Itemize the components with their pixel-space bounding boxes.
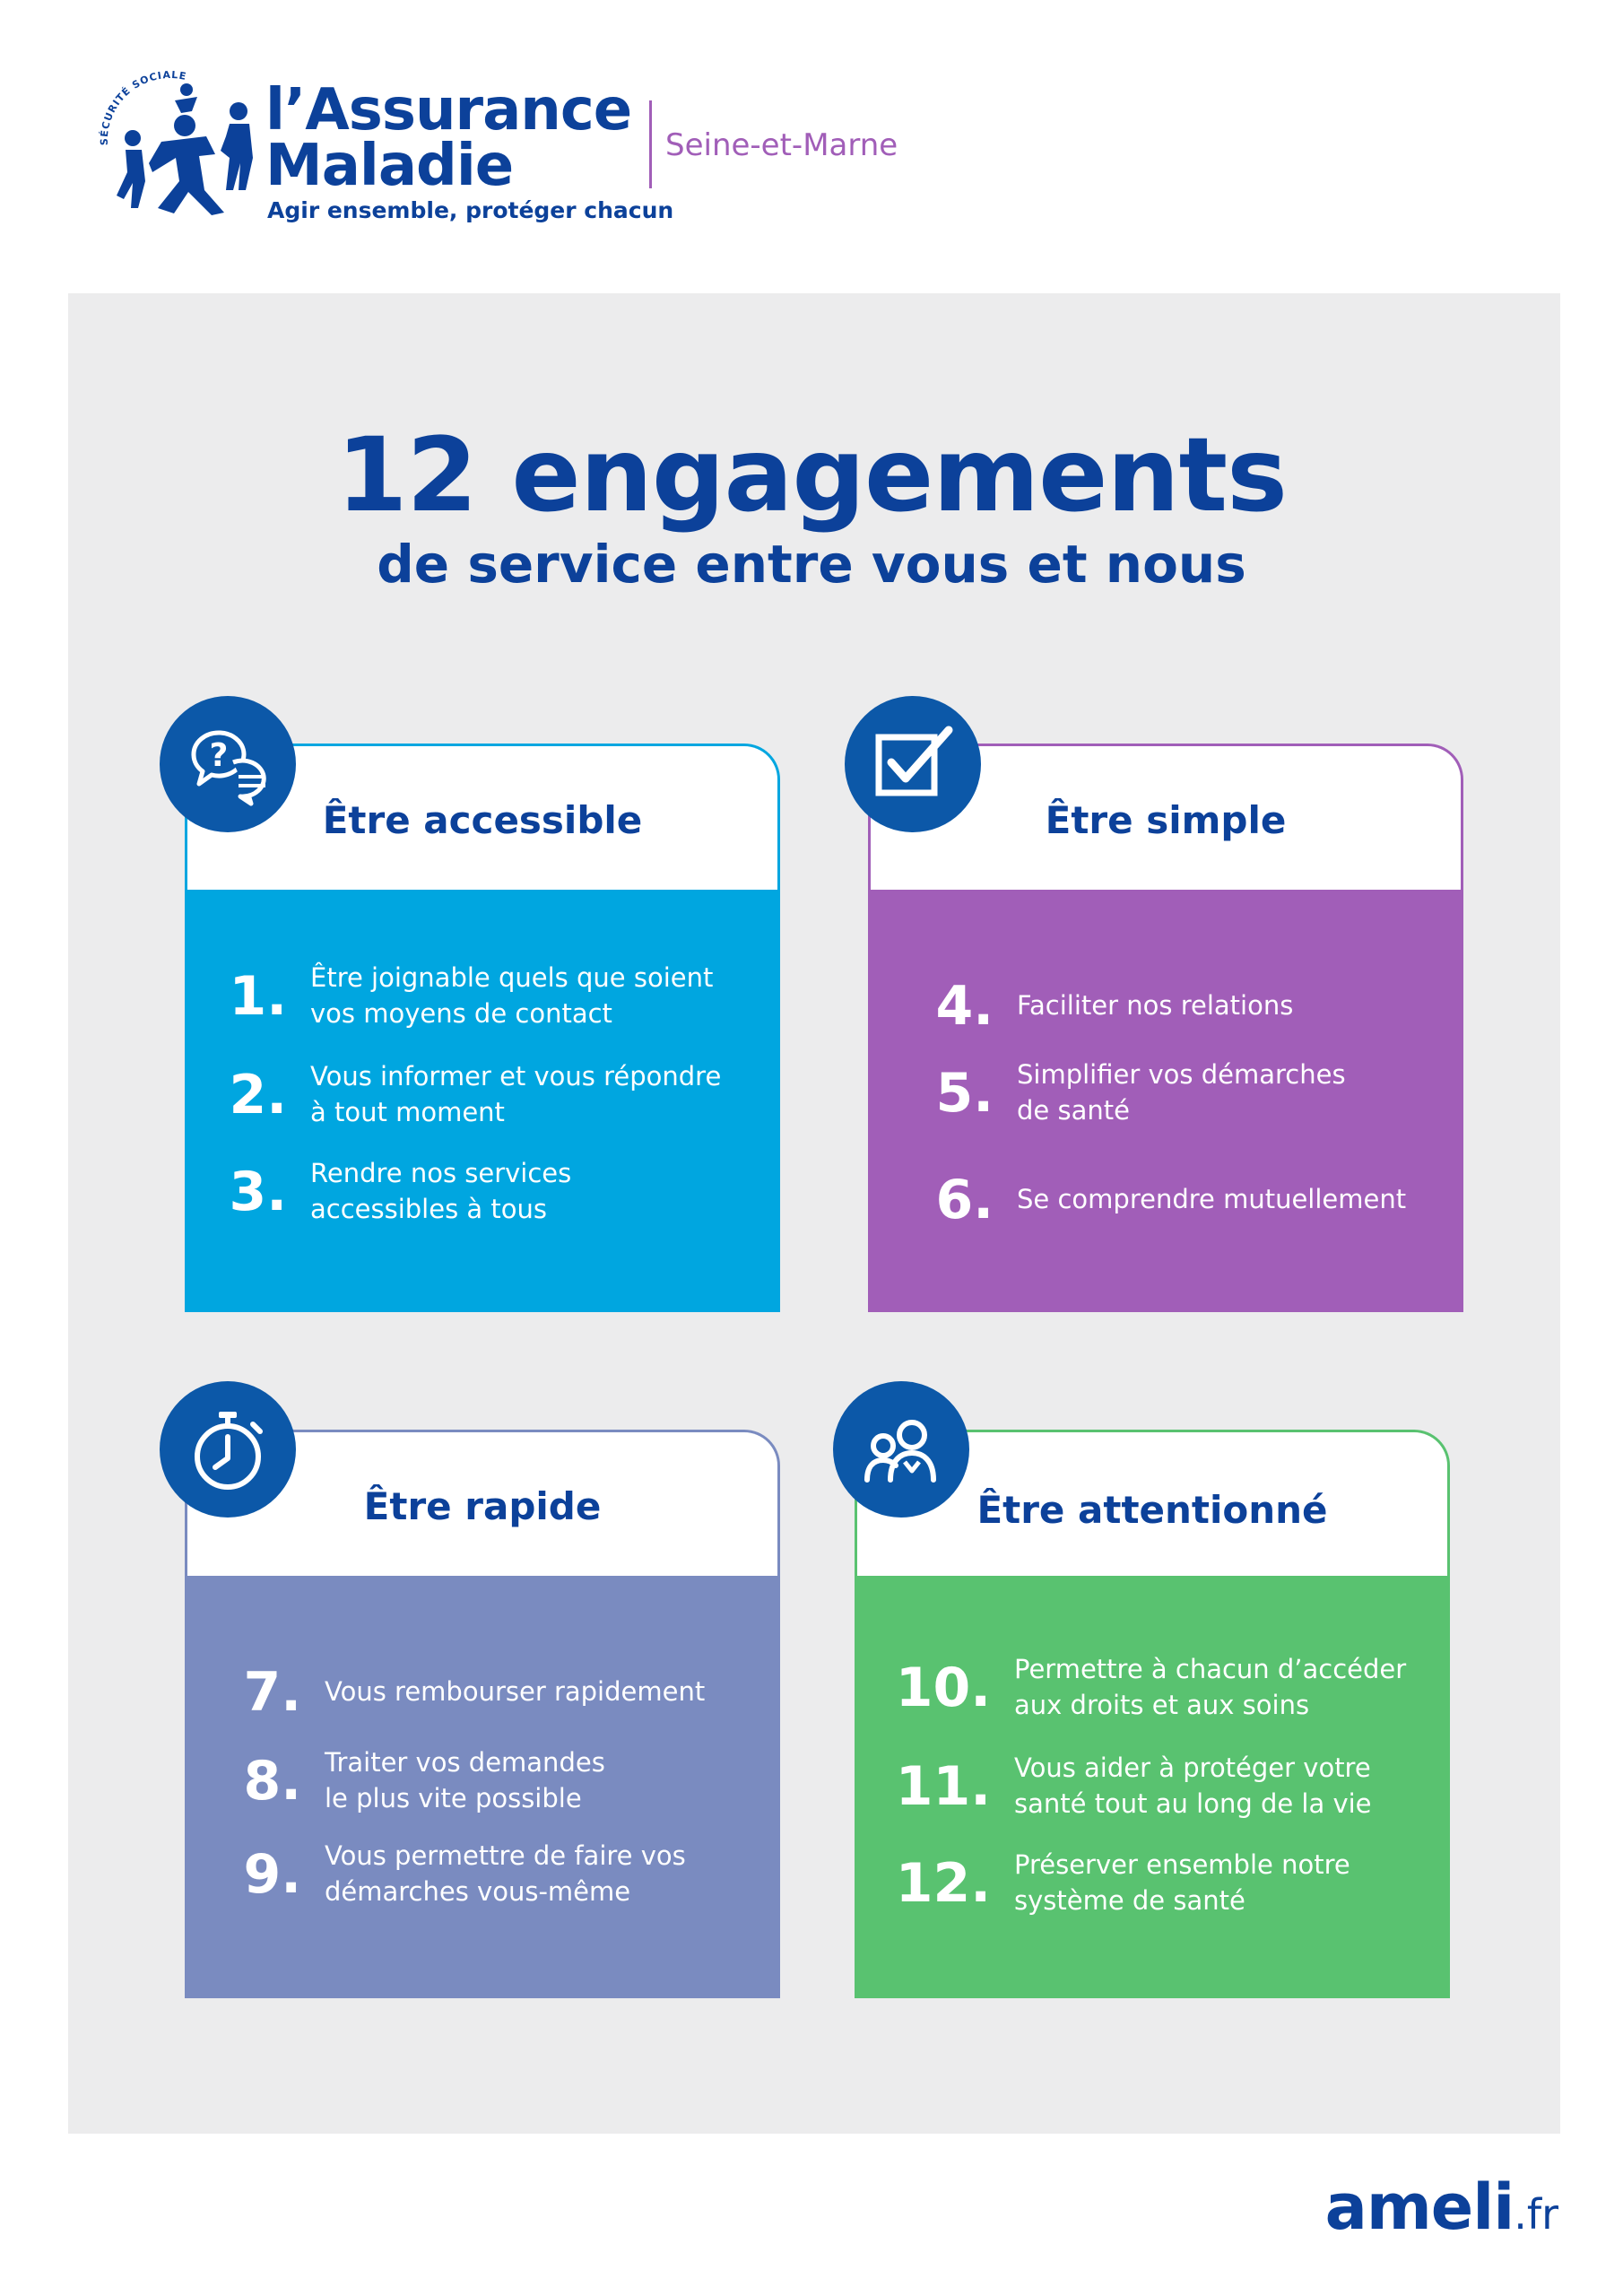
card-accessible: Être accessible 1. Être joignable quels …	[185, 744, 780, 1312]
ameli-logo: ameli.fr	[1325, 2170, 1558, 2244]
card-body: 1. Être joignable quels que soient vos m…	[185, 890, 780, 1312]
card-title: Être simple	[1045, 798, 1287, 842]
svg-text:?: ?	[210, 737, 229, 774]
brand-tagline: Agir ensemble, protéger chacun	[267, 197, 674, 223]
item-number: 7.	[243, 1661, 301, 1724]
page-title: 12 engagements	[336, 415, 1288, 535]
item-text: Rendre nos services accessibles à tous	[310, 1158, 572, 1224]
item-text: Préserver ensemble notre système de sant…	[1014, 1849, 1350, 1916]
item-number: 10.	[895, 1657, 991, 1719]
brand-line-1: l’Assurance	[265, 77, 632, 144]
list-item: 8. Traiter vos demandes le plus vite pos…	[185, 1746, 605, 1816]
item-number: 6.	[935, 1169, 994, 1231]
item-text: Être joignable quels que soient vos moye…	[310, 962, 714, 1029]
list-item: 4. Faciliter nos relations	[868, 979, 1293, 1033]
card-header: Être attentionné	[855, 1430, 1450, 1576]
card-rapide: Être rapide 7. Vous rembourser rapidemen…	[185, 1430, 780, 1998]
item-number: 11.	[895, 1755, 991, 1818]
header-divider	[649, 100, 652, 188]
card-title: Être attentionné	[976, 1488, 1328, 1532]
item-text: Permettre à chacun d’accéder aux droits …	[1014, 1654, 1407, 1720]
brand-line-2: Maladie	[265, 133, 514, 199]
item-number: 5.	[935, 1062, 994, 1125]
question-chat-icon: ?	[160, 696, 296, 832]
list-item: 1. Être joignable quels que soient vos m…	[185, 961, 713, 1031]
item-text: Vous rembourser rapidement	[325, 1676, 706, 1707]
header: SÉCURITÉ SOCIALE l’Assurance Maladie Agi…	[0, 0, 1623, 287]
region-label: Seine-et-Marne	[665, 127, 898, 163]
item-text: Vous informer et vous répondre à tout mo…	[310, 1061, 722, 1127]
card-body: 10. Permettre à chacun d’accéder aux dro…	[855, 1576, 1450, 1998]
item-text: Faciliter nos relations	[1017, 990, 1294, 1021]
item-text: Simplifier vos démarches de santé	[1017, 1059, 1346, 1126]
svg-text:SÉCURITÉ SOCIALE: SÉCURITÉ SOCIALE	[99, 69, 187, 145]
item-text: Vous aider à protéger votre santé tout a…	[1014, 1752, 1372, 1819]
card-header: Être rapide	[185, 1430, 780, 1576]
brand-name: l’Assurance Maladie	[265, 77, 632, 199]
card-title: Être rapide	[363, 1484, 602, 1528]
item-number: 1.	[229, 965, 287, 1028]
card-simple: Être simple 4. Faciliter nos relations 5…	[868, 744, 1463, 1312]
item-text: Vous permettre de faire vos démarches vo…	[325, 1840, 686, 1907]
item-number: 2.	[229, 1064, 287, 1126]
checkbox-icon	[845, 696, 981, 832]
item-number: 3.	[229, 1161, 287, 1223]
card-body: 4. Faciliter nos relations 5. Simplifier…	[868, 890, 1463, 1312]
list-item: 7. Vous rembourser rapidement	[185, 1665, 705, 1719]
card-body: 7. Vous rembourser rapidement 8. Traiter…	[185, 1576, 780, 1998]
people-icon	[833, 1381, 969, 1518]
seal-text: SÉCURITÉ SOCIALE	[99, 69, 187, 145]
ameli-suffix: .fr	[1514, 2190, 1558, 2239]
item-number: 12.	[895, 1852, 991, 1915]
assurance-maladie-logo-icon: SÉCURITÉ SOCIALE	[99, 69, 253, 215]
item-number: 8.	[243, 1750, 301, 1813]
item-text: Traiter vos demandes le plus vite possib…	[325, 1747, 605, 1813]
ameli-brand: ameli	[1324, 2170, 1515, 2244]
list-item: 2. Vous informer et vous répondre à tout…	[185, 1060, 721, 1130]
list-item: 3. Rendre nos services accessibles à tou…	[185, 1157, 571, 1227]
stopwatch-icon	[160, 1381, 296, 1518]
card-title: Être accessible	[322, 798, 643, 842]
list-item: 9. Vous permettre de faire vos démarches…	[185, 1839, 686, 1909]
list-item: 11. Vous aider à protéger votre santé to…	[855, 1752, 1372, 1822]
list-item: 6. Se comprendre mutuellement	[868, 1173, 1406, 1227]
list-item: 10. Permettre à chacun d’accéder aux dro…	[855, 1653, 1407, 1723]
item-number: 4.	[935, 975, 994, 1038]
item-text: Se comprendre mutuellement	[1017, 1184, 1407, 1214]
item-number: 9.	[243, 1843, 301, 1906]
list-item: 12. Préserver ensemble notre système de …	[855, 1848, 1350, 1918]
list-item: 5. Simplifier vos démarches de santé	[868, 1058, 1346, 1128]
page-subtitle: de service entre vous et nous	[377, 534, 1246, 595]
card-attentionne: Être attentionné 10. Permettre à chacun …	[855, 1430, 1450, 1998]
